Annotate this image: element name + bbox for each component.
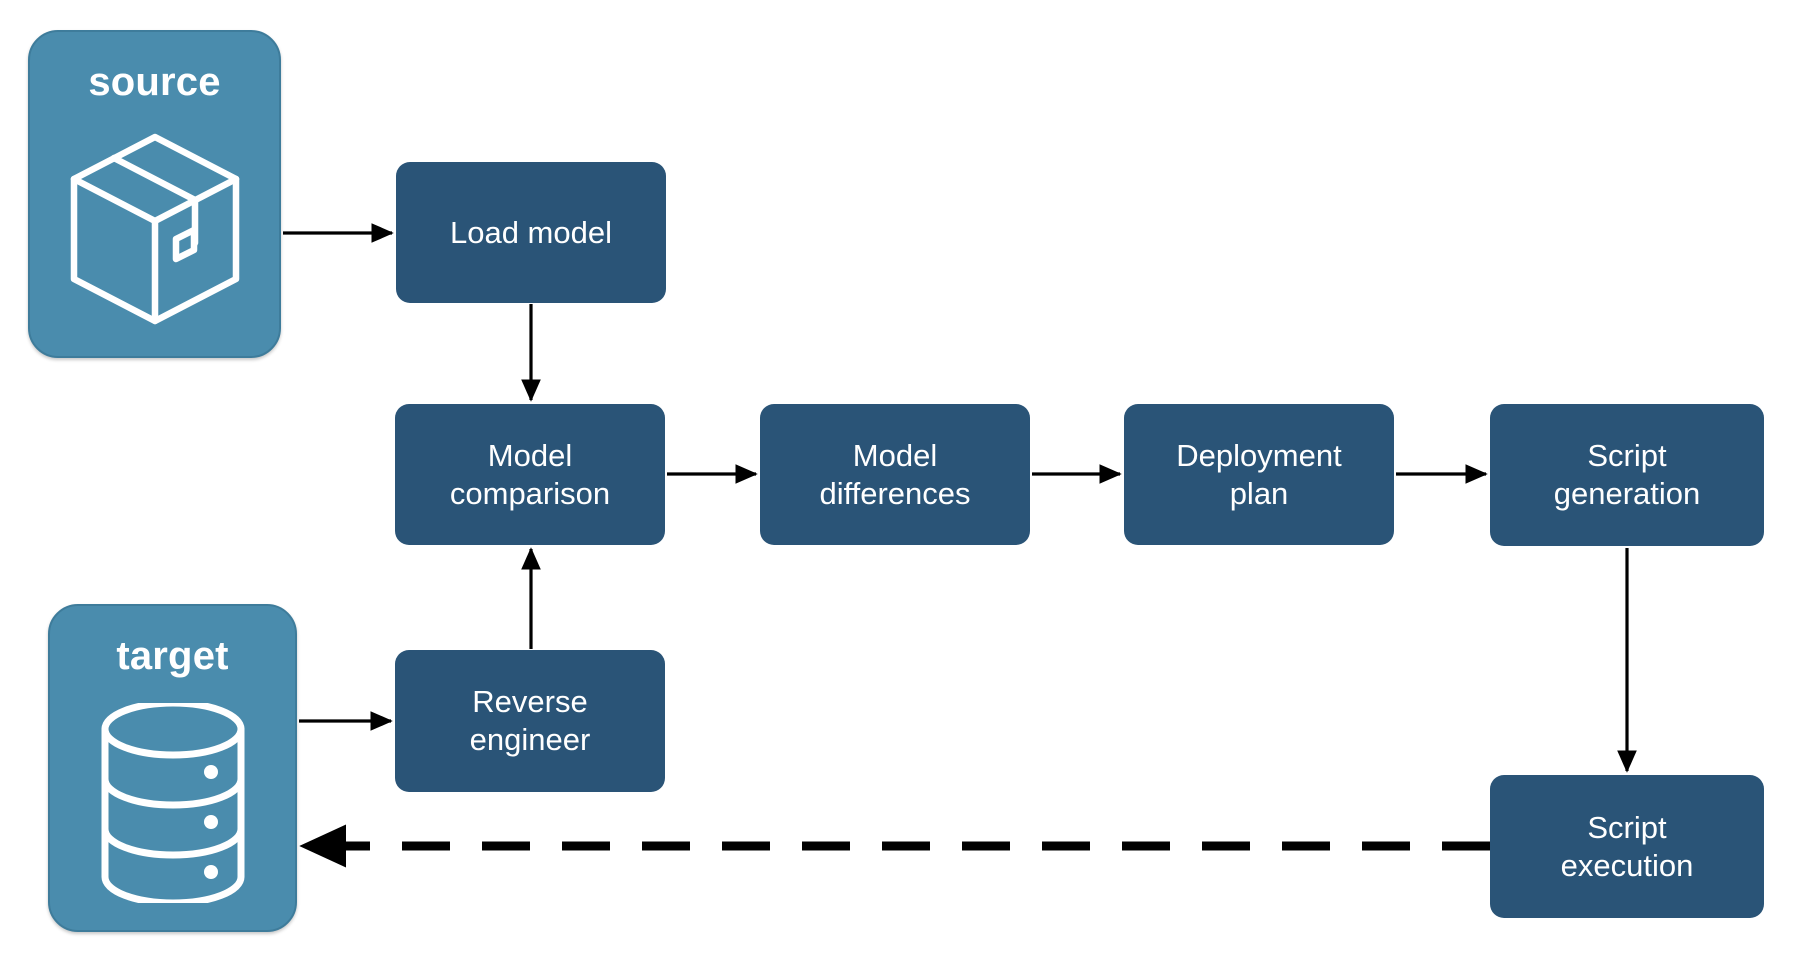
- process-model-comparison-label: Model comparison: [450, 437, 610, 513]
- label-line-1: Script: [1587, 809, 1667, 845]
- process-deployment-plan[interactable]: Deployment plan: [1124, 404, 1394, 545]
- label-line-2: execution: [1560, 847, 1694, 883]
- process-load-model[interactable]: Load model: [396, 162, 666, 303]
- label-line-2: engineer: [469, 722, 591, 757]
- label-line-2: differences: [819, 475, 971, 511]
- label-line-2: plan: [1229, 475, 1289, 511]
- label-line-1: Reverse: [472, 684, 588, 720]
- process-model-comparison[interactable]: Model comparison: [395, 404, 665, 545]
- label-line-2: comparison: [449, 475, 611, 511]
- database-cylinder-icon: [50, 676, 295, 930]
- process-script-execution-label: Script execution: [1561, 809, 1694, 885]
- label-line-1: Deployment: [1176, 437, 1342, 473]
- endpoint-source[interactable]: source: [28, 30, 281, 358]
- endpoint-target-label: target: [116, 634, 229, 678]
- process-load-model-label: Load model: [449, 214, 612, 250]
- process-reverse-engineer-label: Reverse engineer: [470, 683, 591, 759]
- label-line-2: generation: [1553, 476, 1701, 511]
- process-script-execution[interactable]: Script execution: [1490, 775, 1764, 918]
- label-line-1: Model: [487, 437, 573, 473]
- endpoint-target[interactable]: target: [48, 604, 297, 932]
- endpoint-source-label: source: [88, 60, 221, 104]
- package-box-icon: [30, 102, 279, 356]
- process-model-differences-label: Model differences: [819, 437, 970, 513]
- process-script-generation[interactable]: Script generation: [1490, 404, 1764, 546]
- process-script-generation-label: Script generation: [1554, 437, 1701, 513]
- process-model-differences[interactable]: Model differences: [760, 404, 1030, 545]
- process-reverse-engineer[interactable]: Reverse engineer: [395, 650, 665, 792]
- process-deployment-plan-label: Deployment plan: [1176, 437, 1341, 513]
- label-line-1: Model: [852, 437, 938, 473]
- label-line-1: Script: [1587, 438, 1667, 474]
